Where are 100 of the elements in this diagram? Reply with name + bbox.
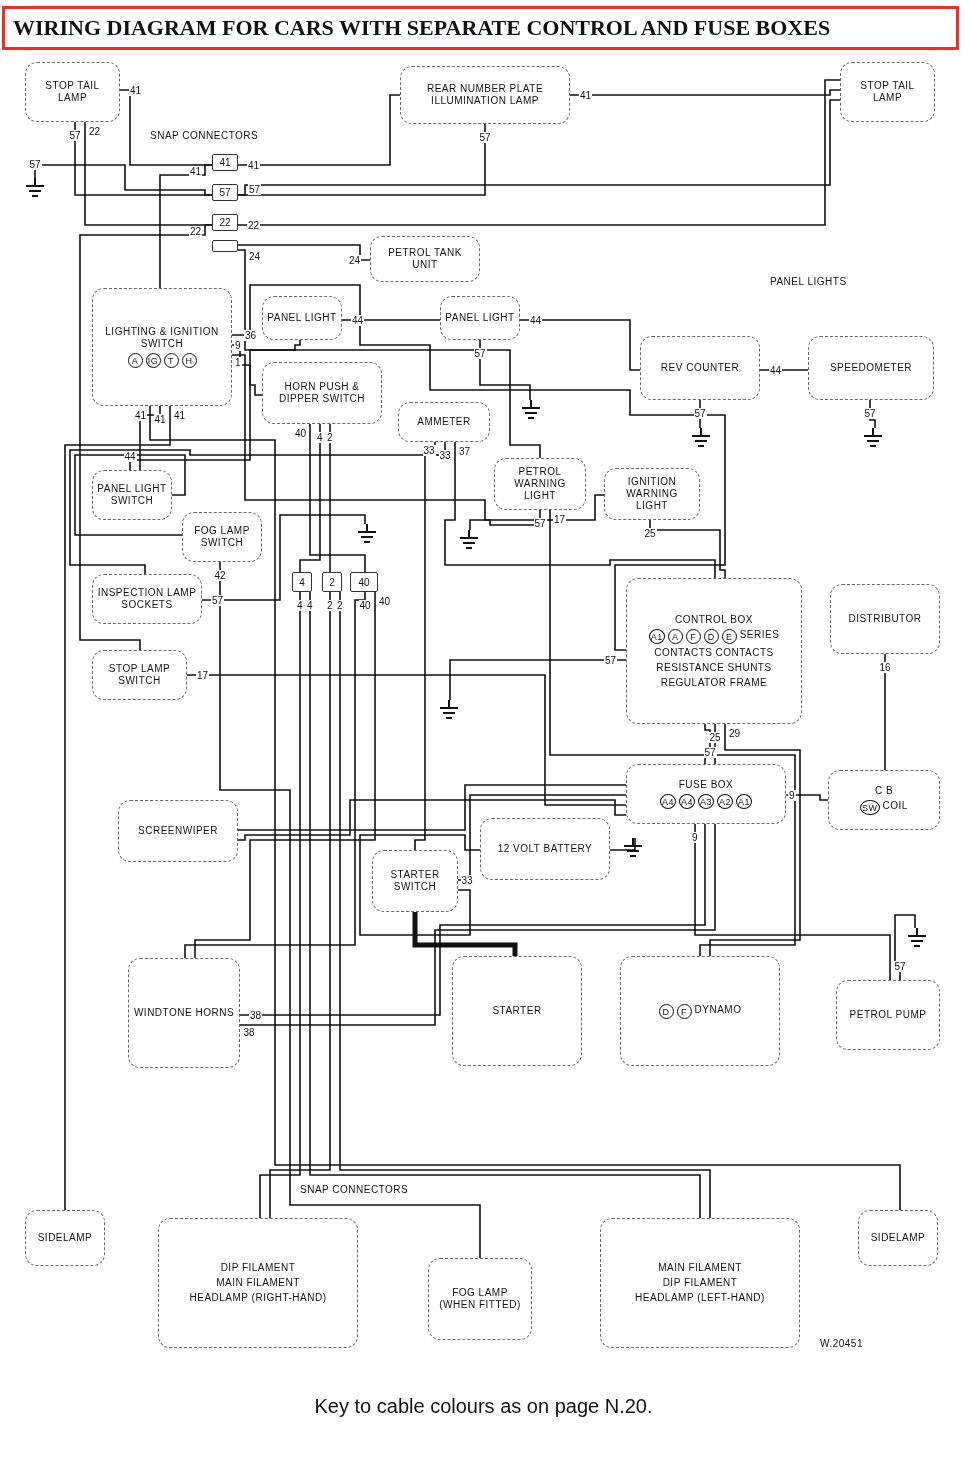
snap-connector xyxy=(212,240,238,252)
wire xyxy=(159,164,213,289)
wire xyxy=(479,339,531,401)
wire xyxy=(237,799,627,841)
component-label: DISTRIBUTOR xyxy=(847,613,923,625)
component-label: STOP LAMP SWITCH xyxy=(107,663,172,687)
wire xyxy=(231,344,605,521)
part-label: SNAP CONNECTORS xyxy=(300,1184,409,1195)
wire-number: 1 xyxy=(234,357,242,368)
wire xyxy=(219,561,481,1259)
wire xyxy=(201,514,366,601)
component-label: 12 VOLT BATTERY xyxy=(496,843,594,855)
wire xyxy=(129,339,301,471)
wire xyxy=(519,319,641,371)
wire-number: 41 xyxy=(129,84,143,96)
switch-outline xyxy=(372,850,458,912)
wire xyxy=(609,837,636,851)
wire-number: 37 xyxy=(458,445,472,457)
wire xyxy=(79,224,213,651)
wire xyxy=(237,79,841,226)
gauge-outline xyxy=(640,336,760,400)
wire-number: 2 xyxy=(336,600,344,611)
wire xyxy=(299,423,321,573)
wire-number: 57 xyxy=(68,130,82,141)
wire xyxy=(139,405,161,471)
lamp-outline xyxy=(440,296,520,340)
wire-number: 4 xyxy=(296,600,304,611)
wire xyxy=(884,653,886,771)
component-label: INSPECTION LAMP SOCKETS xyxy=(97,587,197,611)
component-label: IGNITION WARNING LIGHT xyxy=(625,476,679,512)
coil-outline xyxy=(828,770,940,830)
gauge-outline xyxy=(808,336,934,400)
component-label: DYNAMO xyxy=(694,1003,742,1017)
wire xyxy=(549,509,706,765)
wire-number: 44 xyxy=(351,314,365,326)
wire xyxy=(449,659,627,701)
wire xyxy=(469,509,541,531)
wire-number: 57 xyxy=(28,159,42,170)
wire-number: 33 xyxy=(422,444,436,456)
switch-outline xyxy=(182,512,262,562)
wire xyxy=(149,405,901,1211)
wire-number: 33 xyxy=(460,874,474,886)
wire xyxy=(414,441,436,851)
headlamp-outline xyxy=(158,1218,358,1348)
dynamo-outline xyxy=(620,956,780,1066)
wire-number: 57 xyxy=(533,518,547,529)
wire-number: 57 xyxy=(863,408,877,419)
component-label: STOP TAIL LAMP xyxy=(44,80,101,104)
component-label: REV COUNTER xyxy=(659,362,741,374)
wire xyxy=(444,441,716,579)
motor-outline xyxy=(452,956,582,1066)
component-label: PETROL TANK UNIT xyxy=(387,247,463,271)
wire xyxy=(649,519,726,579)
earth-icon xyxy=(690,428,712,450)
wire-number: 17 xyxy=(196,669,210,681)
component-label: FUSE BOX xyxy=(677,779,735,791)
wire-number: 17 xyxy=(553,513,567,525)
wire-number: 57 xyxy=(703,747,717,758)
socket-outline xyxy=(92,574,202,624)
snap-connector: 57 xyxy=(212,184,238,201)
part-label: PANEL LIGHTS xyxy=(770,276,847,287)
wire xyxy=(186,674,627,806)
wire xyxy=(569,89,841,96)
wire xyxy=(359,834,481,936)
component-label: MAIN FILAMENT xyxy=(216,1277,300,1289)
wire-number: 4 xyxy=(316,432,324,443)
earth-icon xyxy=(458,530,480,552)
lamp-outline xyxy=(858,1210,938,1266)
wire-number: 57 xyxy=(473,348,487,359)
wire-number: 9 xyxy=(788,789,796,801)
wire xyxy=(69,441,446,575)
lamp-outline xyxy=(840,62,935,122)
component-label: SHUNTS xyxy=(727,661,772,674)
wire xyxy=(231,284,726,651)
wire xyxy=(231,354,263,396)
wire-number: 41 xyxy=(173,409,187,421)
wire-number: 42 xyxy=(213,570,227,581)
control-box-outline xyxy=(626,578,802,724)
component-label: FOG LAMP SWITCH xyxy=(193,525,251,549)
earth-icon xyxy=(622,838,644,860)
lamp-outline xyxy=(262,296,342,340)
wire-number: 29 xyxy=(728,727,742,739)
wire-number: 57 xyxy=(893,961,907,972)
component-label: PETROL PUMP xyxy=(848,1009,928,1021)
wire-number: 41 xyxy=(247,159,261,171)
wire xyxy=(894,914,916,981)
wire-number: 9 xyxy=(234,339,242,351)
wire-number: 57 xyxy=(604,654,618,666)
wire xyxy=(237,94,401,166)
earth-icon xyxy=(520,400,542,422)
lamp-outline xyxy=(25,62,120,122)
lamp-outline xyxy=(400,66,570,124)
wire-number: 25 xyxy=(643,528,657,539)
component-label: CONTACTS xyxy=(654,646,713,659)
component-label: REGULATOR FRAME xyxy=(660,676,768,689)
snap-connector: 40 xyxy=(350,572,378,592)
wire xyxy=(329,423,331,573)
wire xyxy=(237,249,541,459)
distributor-outline xyxy=(830,584,940,654)
wire xyxy=(269,591,331,1219)
